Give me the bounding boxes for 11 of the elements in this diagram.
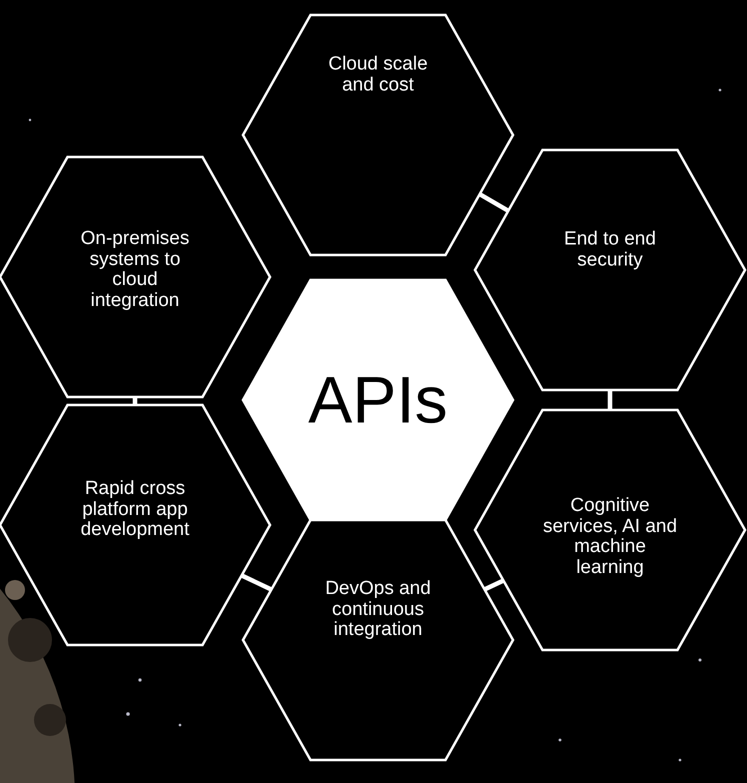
hexagon-title: APIs xyxy=(307,364,449,436)
hexagon-label: Rapid cross platform app development xyxy=(80,479,190,541)
hexagon-label: DevOps and continuous integration xyxy=(324,579,432,641)
connector-line xyxy=(240,573,272,592)
connector-line xyxy=(608,390,612,410)
hexagon-label: Cognitive services, AI and machine learning xyxy=(542,496,678,578)
connector-line xyxy=(484,578,504,592)
hexagon-label: End to end security xyxy=(563,229,657,271)
hexagon-label: Cloud scale and cost xyxy=(327,54,429,96)
hexagon-label: On-premises systems to cloud integration xyxy=(80,228,190,312)
connector-line xyxy=(478,192,510,213)
